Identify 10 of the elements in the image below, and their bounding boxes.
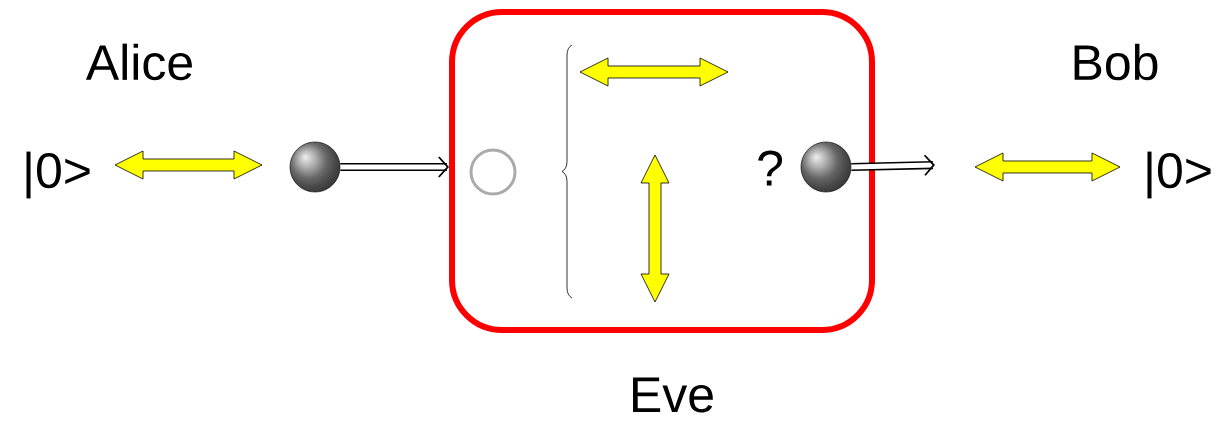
box-heading: Eve bbox=[633, 377, 713, 413]
photon-sphere bbox=[289, 141, 341, 193]
name-label: Alice bbox=[85, 43, 192, 81]
double-arrow bbox=[851, 154, 935, 177]
double-arrow bbox=[340, 156, 449, 178]
state-label: |0> bbox=[26, 151, 90, 199]
state-label: |0> bbox=[1147, 151, 1211, 199]
question-mark: ? bbox=[758, 150, 783, 186]
name-label: Bob bbox=[1074, 43, 1158, 81]
empty-circle bbox=[469, 148, 517, 196]
